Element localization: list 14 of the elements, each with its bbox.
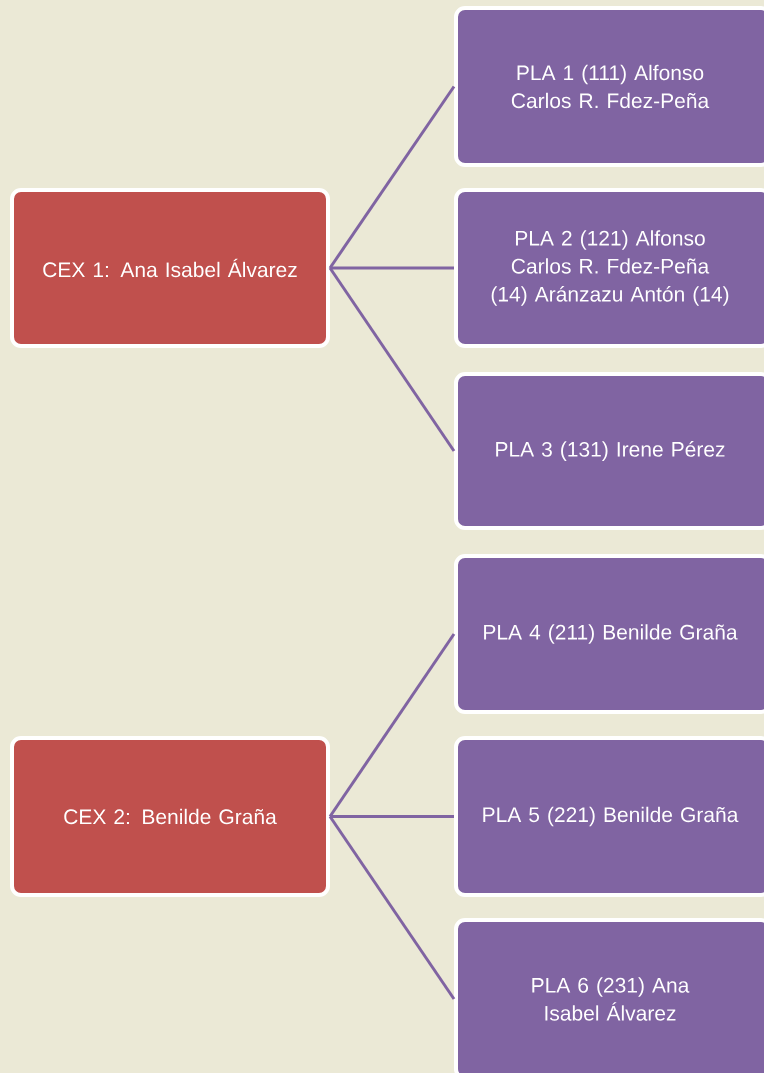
child-box: PLA 2 (121) Alfonso Carlos R. Fdez-Peña (14) Aránzazu Antón (14) [454,188,764,348]
child-box: PLA 6 (231) Ana Isabel Álvarez [454,918,764,1073]
connector-line [328,85,456,269]
child-box: PLA 4 (211) Benilde Graña [454,554,764,714]
child-box: PLA 1 (111) Alfonso Carlos R. Fdez-Peña [454,6,764,167]
connector-line [328,267,456,452]
connector-line [330,266,454,270]
child-box: PLA 3 (131) Irene Pérez [454,372,764,530]
child-box: PLA 5 (221) Benilde Graña [454,736,764,897]
connector-line [330,815,454,818]
parent-box: CEX 1: Ana Isabel Álvarez [10,188,330,348]
parent-box: CEX 2: Benilde Graña [10,736,330,897]
connector-line [328,815,456,1000]
connector-line [328,633,456,818]
